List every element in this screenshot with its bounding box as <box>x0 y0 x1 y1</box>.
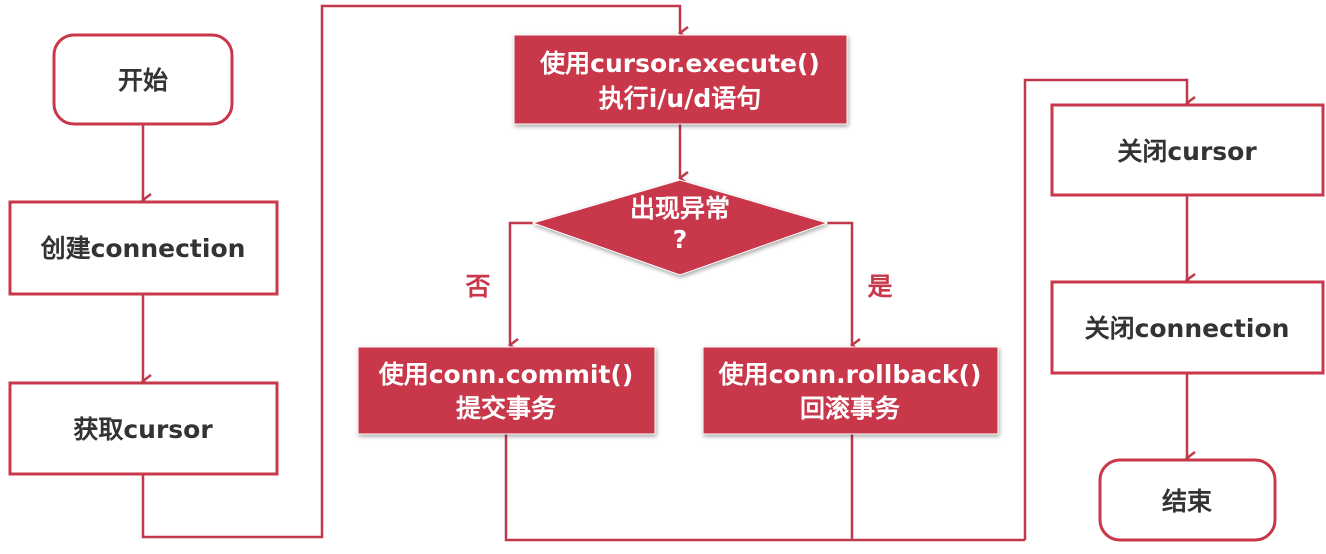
arrow-decision-no <box>510 221 533 345</box>
node-decision-line1: 出现异常 <box>630 194 730 223</box>
node-rollback-line2: 回滚事务 <box>800 394 900 423</box>
node-get-cursor: 获取cursor <box>8 381 279 476</box>
arrow-decision-yes <box>827 221 852 345</box>
node-start: 开始 <box>52 33 234 126</box>
line-commit-merge <box>504 434 1025 542</box>
branch-yes-label: 是 <box>867 272 892 301</box>
node-end: 结束 <box>1098 458 1277 542</box>
node-execute: 使用cursor.execute() 执行i/u/d语句 <box>513 34 848 125</box>
node-execute-line2: 执行i/u/d语句 <box>599 84 762 113</box>
node-rollback: 使用conn.rollback() 回滚事务 <box>702 346 999 435</box>
node-close-connection-label: 关闭connection <box>1085 314 1290 343</box>
node-commit-line1: 使用conn.commit() <box>378 360 634 389</box>
node-create-connection: 创建connection <box>8 200 279 296</box>
node-close-cursor: 关闭cursor <box>1050 103 1325 197</box>
node-close-connection: 关闭connection <box>1050 280 1325 375</box>
node-commit-line2: 提交事务 <box>456 394 556 423</box>
branch-no-label: 否 <box>464 272 490 301</box>
node-close-cursor-label: 关闭cursor <box>1117 137 1257 166</box>
node-end-label: 结束 <box>1162 487 1213 516</box>
arrow-cursor-to-execute <box>141 4 680 539</box>
node-decision-line2: ? <box>673 225 688 254</box>
node-execute-line1: 使用cursor.execute() <box>539 49 820 78</box>
node-start-label: 开始 <box>118 66 168 95</box>
node-decision: 出现异常 ? <box>531 179 829 276</box>
arrow-merge-to-close-cursor <box>1023 78 1187 540</box>
node-commit: 使用conn.commit() 提交事务 <box>357 346 656 435</box>
node-create-connection-label: 创建connection <box>40 234 246 263</box>
node-get-cursor-label: 获取cursor <box>73 415 213 444</box>
node-rollback-line1: 使用conn.rollback() <box>718 360 982 389</box>
